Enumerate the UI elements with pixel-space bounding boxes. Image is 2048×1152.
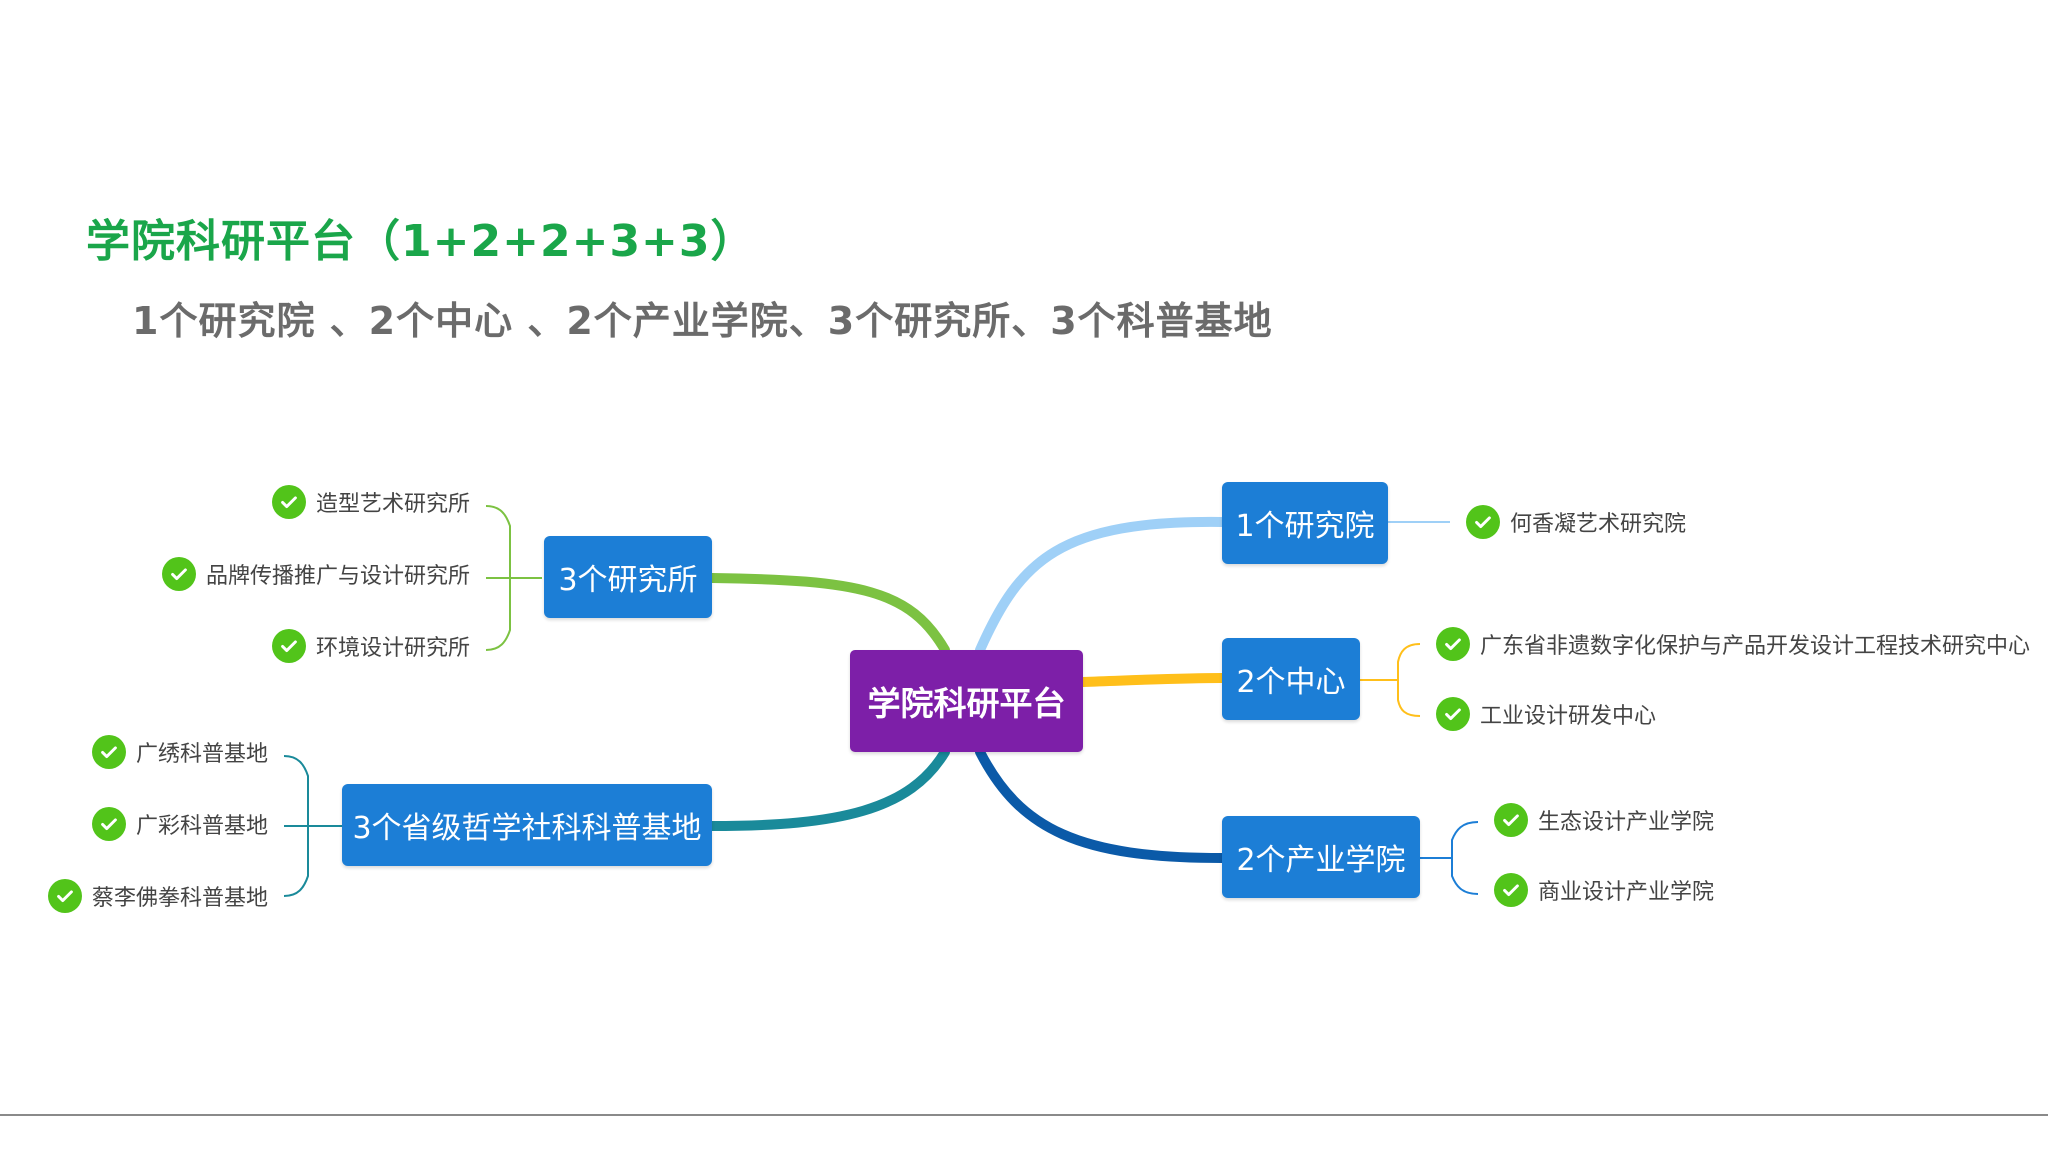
leaf-label: 环境设计研究所 xyxy=(315,636,470,661)
check-icon xyxy=(271,629,306,663)
branch-science-label: 3个省级哲学社科科普基地 xyxy=(352,811,702,846)
page-subtitle: 1个研究院 、2个中心 、2个产业学院、3个研究所、3个科普基地 xyxy=(132,299,1273,343)
check-icon xyxy=(1494,803,1528,837)
leaf-label: 蔡李佛拳科普基地 xyxy=(91,886,268,911)
connector-science xyxy=(707,747,950,831)
leaf-institute-1[interactable]: 何香凝艺术研究院 xyxy=(1466,504,1686,540)
check-icon xyxy=(1436,697,1470,731)
branch-science[interactable]: 3个省级哲学社科科普基地 xyxy=(342,784,712,866)
check-icon xyxy=(47,879,82,913)
leaf-industry-1[interactable]: 生态设计产业学院 xyxy=(1494,802,1714,838)
branch-centers-label: 2个中心 xyxy=(1236,665,1346,700)
branch-centers[interactable]: 2个中心 xyxy=(1222,638,1360,720)
leaf-centers-1[interactable]: 广东省非遗数字化保护与产品开发设计工程技术研究中心 xyxy=(1436,626,2030,662)
leaf-research-3[interactable]: 环境设计研究所 xyxy=(271,628,470,664)
leaf-research-2[interactable]: 品牌传播推广与设计研究所 xyxy=(161,556,470,592)
leaf-industry-2[interactable]: 商业设计产业学院 xyxy=(1494,872,1714,908)
leaf-label: 品牌传播推广与设计研究所 xyxy=(205,564,470,589)
check-icon xyxy=(91,807,126,841)
check-icon xyxy=(1466,505,1500,539)
page-title: 学院科研平台（1+2+2+3+3） xyxy=(86,216,756,267)
branch-research[interactable]: 3个研究所 xyxy=(544,536,712,618)
leaf-label: 广彩科普基地 xyxy=(135,814,268,839)
connector-institute xyxy=(975,516,1227,655)
branch-industry-label: 2个产业学院 xyxy=(1236,843,1406,878)
connector-centers xyxy=(1078,673,1227,687)
check-icon xyxy=(1494,873,1528,907)
check-icon xyxy=(271,485,306,519)
leaf-label: 生态设计产业学院 xyxy=(1538,810,1715,835)
leaf-science-1[interactable]: 广绣科普基地 xyxy=(91,734,268,770)
leaf-science-3[interactable]: 蔡李佛拳科普基地 xyxy=(47,878,268,914)
leaf-label: 造型艺术研究所 xyxy=(315,492,470,517)
branch-institute-label: 1个研究院 xyxy=(1235,509,1375,544)
branch-industry[interactable]: 2个产业学院 xyxy=(1222,816,1420,898)
leaf-science-2[interactable]: 广彩科普基地 xyxy=(91,806,268,842)
connector-research xyxy=(707,573,950,655)
branch-institute[interactable]: 1个研究院 xyxy=(1222,482,1388,564)
central-topic[interactable]: 学院科研平台 xyxy=(850,650,1083,752)
leaf-research-1[interactable]: 造型艺术研究所 xyxy=(271,484,470,520)
branch-research-label: 3个研究所 xyxy=(558,563,698,598)
leaf-label: 商业设计产业学院 xyxy=(1538,880,1715,905)
check-icon xyxy=(161,557,196,591)
connector-industry xyxy=(975,747,1227,863)
check-icon xyxy=(1436,627,1470,661)
bottom-divider xyxy=(0,1114,2048,1116)
leaf-label: 何香凝艺术研究院 xyxy=(1510,512,1687,537)
leaf-label: 广东省非遗数字化保护与产品开发设计工程技术研究中心 xyxy=(1480,634,2031,659)
check-icon xyxy=(91,735,126,769)
central-topic-label: 学院科研平台 xyxy=(867,684,1066,723)
leaf-centers-2[interactable]: 工业设计研发中心 xyxy=(1436,696,1656,732)
leaf-label: 广绣科普基地 xyxy=(135,742,268,767)
leaf-label: 工业设计研发中心 xyxy=(1480,704,1657,729)
